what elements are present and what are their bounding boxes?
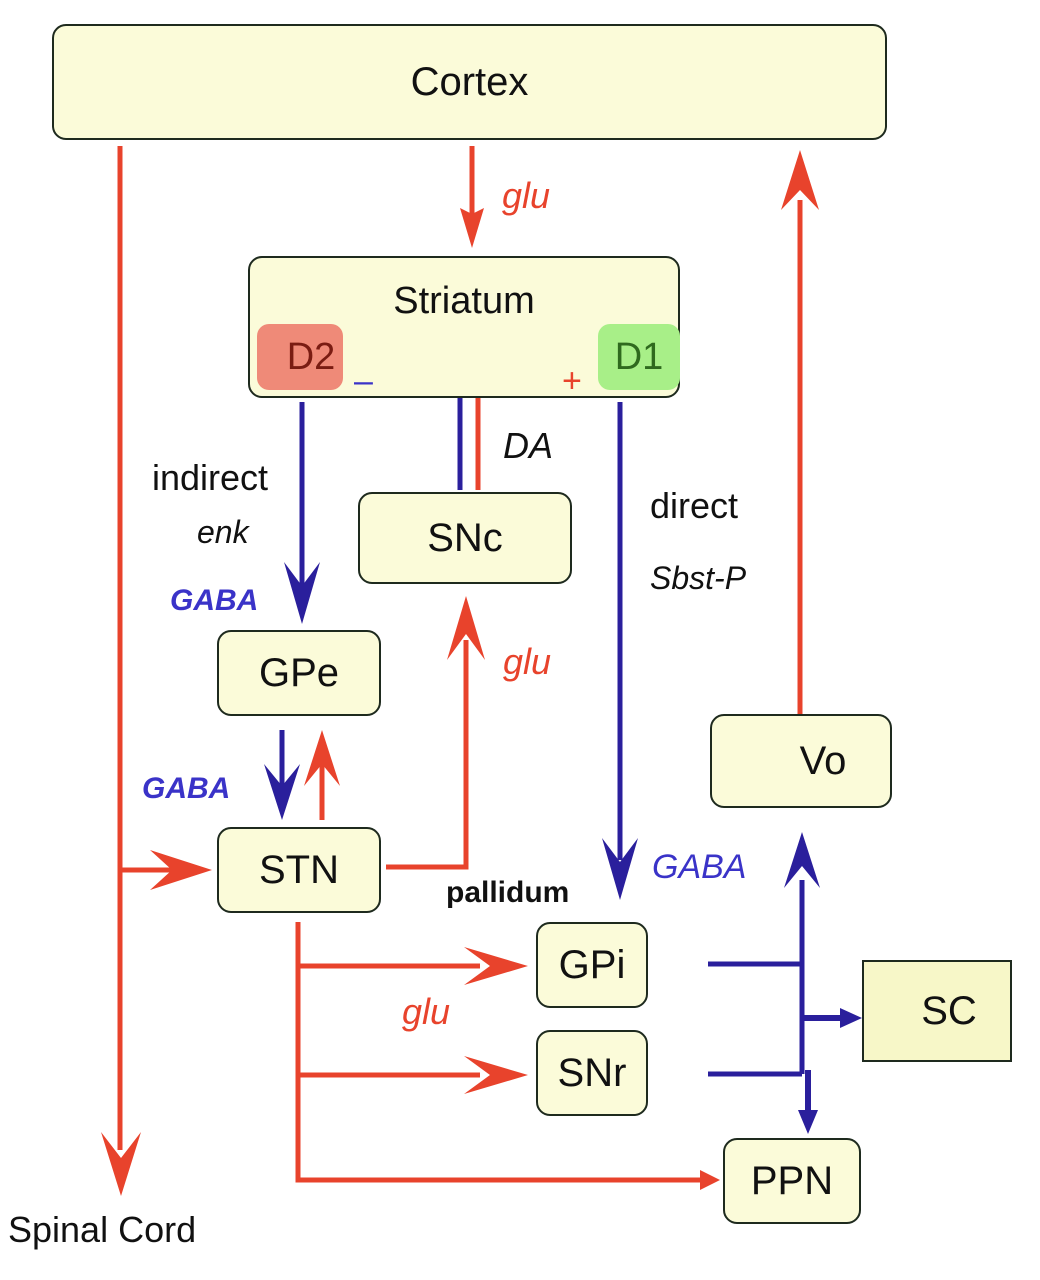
node-stn-label: STN (259, 847, 339, 892)
label-indirect: indirect (152, 457, 269, 498)
connection-wires (117, 146, 840, 1183)
label-sbst-p: Sbst-P (650, 560, 747, 596)
node-vo-label: Vo (799, 738, 847, 783)
arrowhead-snr (464, 1056, 528, 1094)
label-gaba-gpi: GABA (652, 848, 747, 886)
node-gpi[interactable]: GPi (536, 922, 648, 1008)
receptor-d2[interactable]: D2 (257, 324, 343, 390)
arrowhead-stn-input (150, 850, 212, 890)
label-glu-snc: glu (503, 641, 552, 682)
node-vo[interactable]: Vo (710, 714, 892, 808)
arrowhead-ppn-gaba (798, 1110, 818, 1134)
receptor-d1-label: D1 (614, 335, 664, 378)
node-snr-label: SNr (557, 1050, 627, 1095)
node-gpe[interactable]: GPe (217, 630, 381, 716)
label-gaba-indirect: GABA (170, 584, 259, 617)
d1-excitatory-sign: + (562, 362, 582, 400)
node-sc[interactable]: SC (862, 960, 1012, 1062)
arrowhead-sc (840, 1008, 862, 1028)
arrowhead-cortex-input (781, 150, 819, 210)
node-gpe-label: GPe (258, 650, 340, 695)
label-gaba-stn: GABA (142, 772, 231, 805)
label-da: DA (503, 425, 554, 466)
node-stn[interactable]: STN (217, 827, 381, 913)
wire-stn-snc (386, 640, 469, 870)
node-snr[interactable]: SNr (536, 1030, 648, 1116)
arrowhead-gpi-direct (602, 838, 638, 900)
arrowhead-stn-gaba (264, 764, 300, 820)
arrowhead-cortex-striatum (460, 208, 484, 248)
label-direct: direct (650, 485, 739, 526)
arrowhead-gpe (284, 562, 320, 624)
label-spinal-cord: Spinal Cord (8, 1209, 197, 1250)
arrowhead-vo (784, 832, 820, 888)
arrowhead-gpi (464, 947, 528, 985)
node-snc-label: SNc (427, 515, 503, 560)
node-sc-label: SC (921, 988, 977, 1033)
node-cortex[interactable]: Cortex (52, 24, 887, 140)
node-snc[interactable]: SNc (358, 492, 572, 584)
arrowhead-spinal (101, 1132, 141, 1196)
node-ppn-label: PPN (750, 1158, 834, 1203)
receptor-d2-label: D2 (286, 335, 336, 378)
wire-stn-trunk (295, 922, 700, 1183)
node-gpi-label: GPi (558, 942, 626, 987)
node-cortex-label: Cortex (410, 59, 529, 104)
node-striatum-label: Striatum (393, 280, 535, 322)
label-pallidum: pallidum (446, 876, 570, 909)
label-glu-cortex: glu (502, 175, 551, 216)
arrowhead-ppn (700, 1170, 720, 1190)
label-glu-stn: glu (402, 991, 451, 1032)
node-ppn[interactable]: PPN (723, 1138, 861, 1224)
receptor-d1[interactable]: D1 (598, 324, 680, 390)
label-enk: enk (197, 514, 249, 550)
d2-inhibitory-sign: – (354, 362, 373, 400)
arrowhead-snc (447, 596, 485, 660)
arrowhead-gpe-glu (304, 730, 340, 786)
